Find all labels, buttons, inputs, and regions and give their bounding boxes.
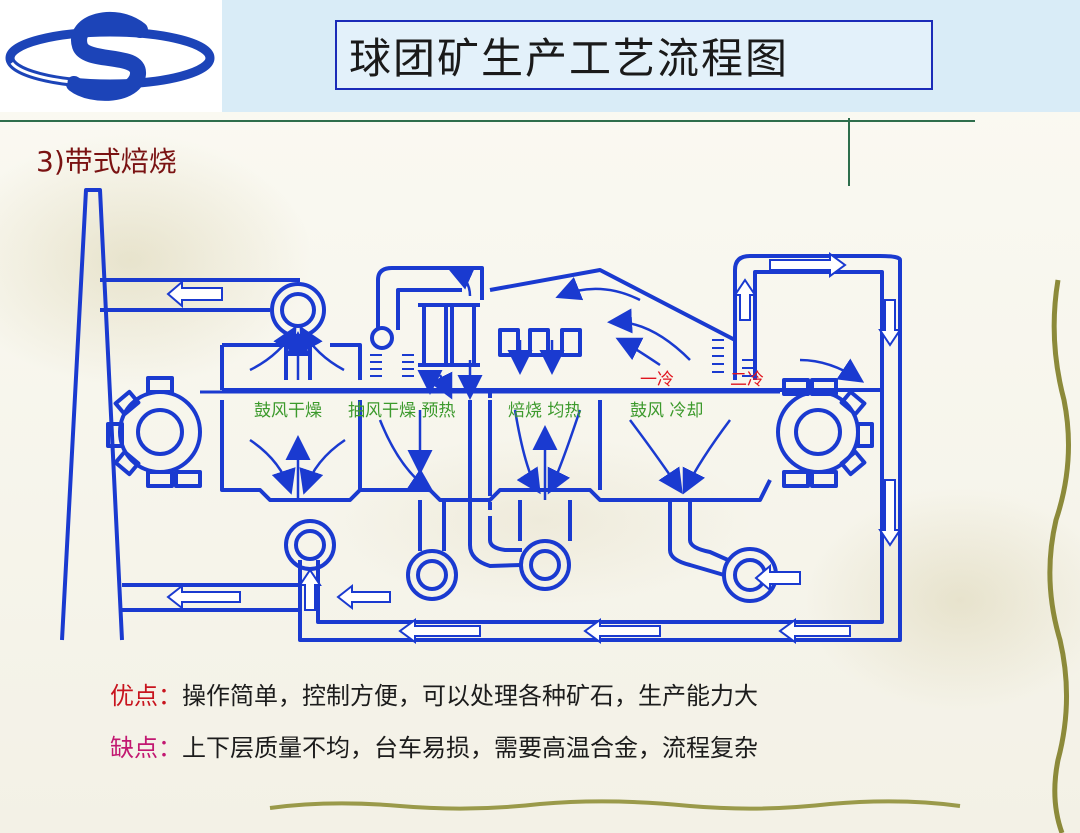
duct-arrow-left-1 [168,282,222,306]
cons-text: 上下层质量不均，台车易损，需要高温合金，流程复杂 [182,734,758,762]
zone-drum-dry: 鼓风干燥 [254,401,322,421]
firing-bypass-duct [470,400,522,566]
zone-suction-dry-preheat: 抽风干燥 预热 [348,401,455,421]
zone-firing-soak: 焙烧 均热 [508,401,581,421]
recirc-loop [378,268,482,330]
stage-second-cool: 二冷 [730,370,764,390]
fan-bottom-3 [521,541,569,589]
decorative-vine [1050,280,1069,833]
fan-bottom-1 [286,521,334,569]
duct-arrow-left-2 [168,586,240,608]
decorative-vine-bottom [270,801,960,808]
duct-arrow-up-l [735,280,755,320]
chimney [62,190,122,640]
duct-arrow-left-3 [338,586,390,608]
pros-line: 优点：操作简单，控制方便，可以处理各种矿石，生产能力大 [110,676,758,711]
hood-firing-1 [500,330,518,355]
zone-blow-cool: 鼓风 冷却 [630,401,703,421]
pros-text: 操作简单，控制方便，可以处理各种矿石，生产能力大 [182,682,758,710]
cons-label: 缺点： [110,734,182,762]
fan-top-left [272,284,324,336]
furnace-hood [222,270,880,390]
hood-1 [424,305,446,365]
cons-line: 缺点：上下层质量不均，台车易损，需要高温合金，流程复杂 [110,728,758,763]
pros-label: 优点： [110,682,182,710]
stage-first-cool: 一冷 [640,370,674,390]
fan-bottom-2 [408,551,456,599]
